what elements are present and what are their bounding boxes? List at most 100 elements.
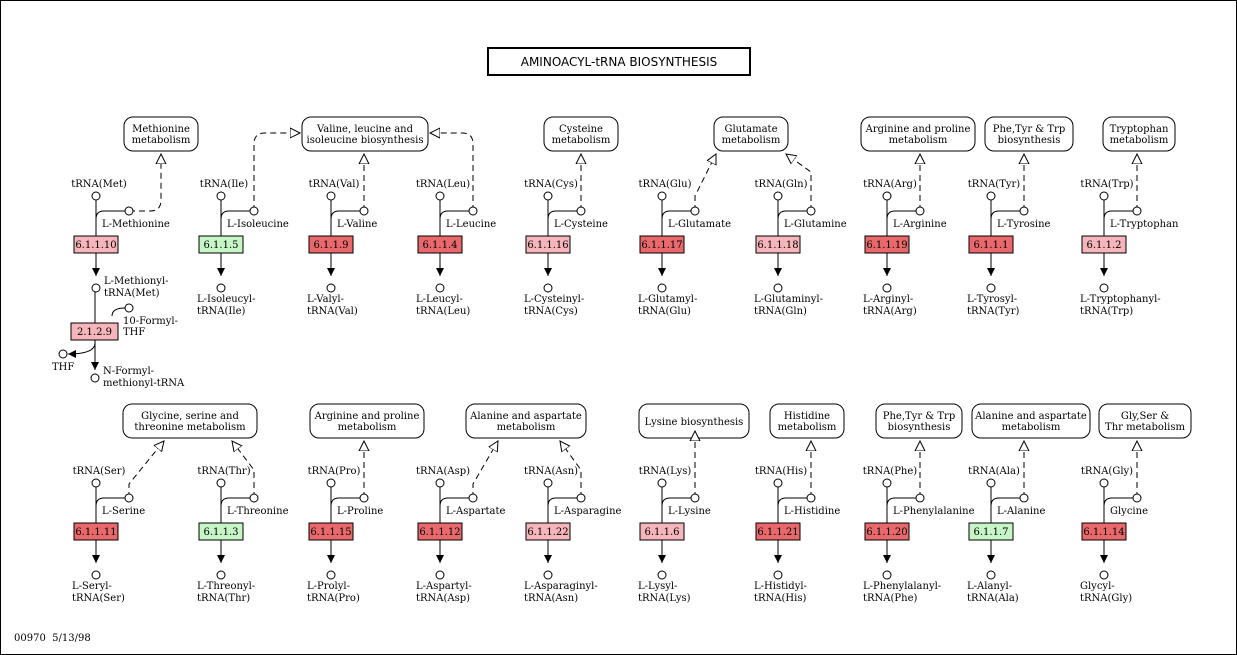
trna-node[interactable] — [773, 191, 783, 201]
enzyme-label: 6.1.1.11 — [75, 527, 116, 538]
product-node[interactable] — [326, 283, 336, 293]
amino-acid-node[interactable] — [124, 493, 134, 503]
trna-node[interactable] — [882, 478, 892, 488]
product-node[interactable] — [657, 570, 667, 580]
amino-acid-node[interactable] — [1019, 206, 1029, 216]
pathway-box-frame[interactable] — [465, 403, 587, 439]
product-node[interactable] — [986, 283, 996, 293]
trna-node[interactable] — [882, 191, 892, 201]
amino-acid-node[interactable] — [468, 206, 478, 216]
trna-node[interactable] — [657, 478, 667, 488]
pathway-box-frame[interactable] — [301, 116, 429, 152]
product-node[interactable] — [435, 283, 445, 293]
trna-node[interactable] — [986, 478, 996, 488]
trna-node[interactable] — [986, 191, 996, 201]
trna-node[interactable] — [657, 191, 667, 201]
amino-acid-node[interactable] — [249, 206, 259, 216]
amino-acid-link — [220, 497, 250, 507]
product-node[interactable] — [986, 570, 996, 580]
trna-node[interactable] — [543, 478, 553, 488]
pathway-box-frame[interactable] — [543, 116, 619, 152]
amino-acid-node[interactable] — [359, 206, 369, 216]
product-node[interactable] — [91, 283, 101, 293]
product-node[interactable] — [543, 570, 553, 580]
trna-node[interactable] — [435, 191, 445, 201]
pathway-box-frame[interactable] — [122, 403, 258, 439]
amino-acid-node[interactable] — [468, 493, 478, 503]
amino-acid-node[interactable] — [915, 206, 925, 216]
pathway-box-frame[interactable] — [713, 116, 789, 152]
product-node[interactable] — [882, 283, 892, 293]
product-label-line-1: L-Histidyl- — [754, 581, 807, 592]
amino-acid-node[interactable] — [249, 493, 259, 503]
pathway-box-frame[interactable] — [1098, 403, 1192, 439]
pathway-box-frame[interactable] — [309, 403, 425, 439]
trna-node[interactable] — [543, 191, 553, 201]
amino-acid-node[interactable] — [576, 206, 586, 216]
pathway-box-frame[interactable] — [860, 116, 976, 152]
amino-acid-node[interactable] — [915, 493, 925, 503]
product-node[interactable] — [435, 570, 445, 580]
trna-node[interactable] — [326, 478, 336, 488]
pathway-box-frame[interactable] — [123, 116, 199, 152]
trna-node[interactable] — [1099, 191, 1109, 201]
product-node[interactable] — [91, 570, 101, 580]
product-label-line-2: tRNA(Arg) — [863, 306, 917, 317]
amino-acid-node[interactable] — [690, 493, 700, 503]
formyl-thf-node[interactable] — [124, 303, 134, 313]
product-node[interactable] — [882, 570, 892, 580]
trna-node[interactable] — [91, 478, 101, 488]
product-node[interactable] — [1099, 570, 1109, 580]
product-node[interactable] — [543, 283, 553, 293]
amino-acid-node[interactable] — [1132, 206, 1142, 216]
product-node[interactable] — [326, 570, 336, 580]
trna-node[interactable] — [216, 191, 226, 201]
amino-acid-node[interactable] — [806, 493, 816, 503]
amino-acid-node[interactable] — [1132, 493, 1142, 503]
trna-node[interactable] — [773, 478, 783, 488]
pathway-box-frame[interactable] — [875, 403, 963, 439]
pathway-box-frame[interactable] — [769, 403, 845, 439]
product-node[interactable] — [216, 283, 226, 293]
pathway-link-1 — [129, 154, 161, 212]
product-node[interactable] — [773, 570, 783, 580]
amino-acid-node[interactable] — [124, 206, 134, 216]
amino-acid-node[interactable] — [576, 493, 586, 503]
amino-acid-node[interactable] — [1019, 493, 1029, 503]
trna-node[interactable] — [91, 191, 101, 201]
amino-acid-node[interactable] — [359, 493, 369, 503]
product-node[interactable] — [1099, 283, 1109, 293]
pathway-box-frame[interactable] — [1102, 116, 1176, 152]
amino-acid-node[interactable] — [806, 206, 816, 216]
product-node[interactable] — [773, 283, 783, 293]
amino-acid-label: L-Cysteine — [554, 219, 608, 230]
trna-node[interactable] — [216, 478, 226, 488]
product-node[interactable] — [216, 570, 226, 580]
formyl-met-trna-node[interactable] — [90, 373, 100, 383]
trna-node[interactable] — [1099, 478, 1109, 488]
pathway-box-frame[interactable] — [984, 116, 1074, 152]
trna-node[interactable] — [326, 191, 336, 201]
amino-acid-label: L-Alanine — [997, 506, 1045, 517]
pathway-box-lysine-biosynthesis[interactable]: Lysine biosynthesis — [638, 403, 750, 439]
thf-node[interactable] — [58, 349, 68, 359]
trna-node[interactable] — [435, 478, 445, 488]
amino-acid-node[interactable] — [690, 206, 700, 216]
pathway-box-frame[interactable] — [971, 403, 1091, 439]
pathway-box-gly-ser-thr-metabolism[interactable]: Gly,Ser &Thr metabolism — [1098, 403, 1192, 439]
product-node[interactable] — [657, 283, 667, 293]
